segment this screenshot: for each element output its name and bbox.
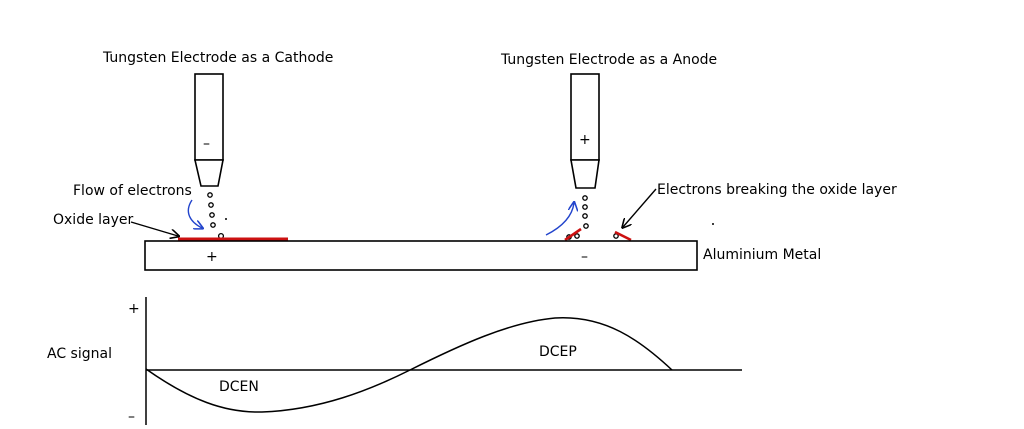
- plate-plus-sign: +: [206, 249, 218, 265]
- anode-electron-dots: [566, 195, 619, 240]
- anode-polarity-sign: +: [579, 132, 591, 148]
- aluminium-plate: [144, 240, 698, 271]
- axis-plus-sign: +: [128, 301, 140, 317]
- cathode-polarity-sign: –: [203, 136, 210, 152]
- oxide-pointer: [130, 221, 178, 236]
- ac-signal-label: AC signal: [47, 346, 112, 362]
- cathode-electron-dots: [207, 192, 225, 240]
- stray-dot: [225, 218, 227, 220]
- flow-arrow: [187, 199, 202, 228]
- plate-minus-sign: –: [581, 249, 588, 265]
- anode-title: Tungsten Electrode as a Anode: [500, 52, 717, 68]
- anode-electrode: [570, 73, 600, 189]
- dcen-label: DCEN: [219, 379, 259, 395]
- oxide-layer-label: Oxide layer: [53, 212, 134, 228]
- stray-dot-right: [712, 223, 714, 225]
- oxide-fragment-1: [564, 227, 582, 242]
- cathode-title: Tungsten Electrode as a Cathode: [102, 50, 333, 66]
- electrons-breaking-label: Electrons breaking the oxide layer: [657, 182, 897, 198]
- oxide-fragment-2: [614, 230, 632, 242]
- return-arrow: [545, 203, 574, 236]
- flow-of-electrons-label: Flow of electrons: [73, 183, 192, 199]
- cathode-electrode: [193, 73, 224, 187]
- ac-waveform: [145, 317, 673, 413]
- breaking-pointer: [623, 188, 657, 227]
- axis-minus-sign: –: [128, 409, 135, 425]
- aluminium-metal-label: Aluminium Metal: [703, 247, 821, 263]
- dcep-label: DCEP: [539, 344, 577, 360]
